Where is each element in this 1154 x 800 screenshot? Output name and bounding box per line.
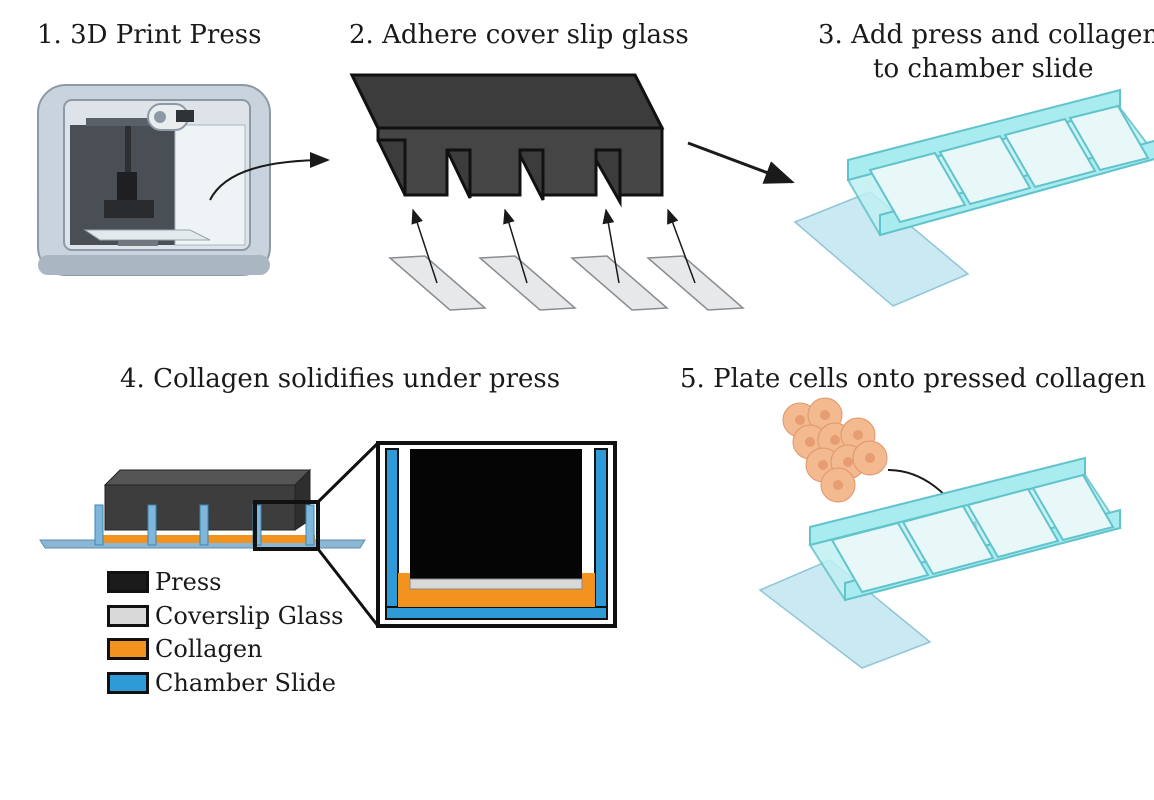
legend-swatch-chamber-slide: [107, 672, 149, 694]
coverslip-glass-pieces: [388, 255, 745, 311]
step-2-title: 2. Adhere cover slip glass: [349, 20, 689, 50]
legend-label: Press: [155, 568, 222, 596]
legend-label: Collagen: [155, 635, 263, 663]
legend-item-collagen: Collagen: [107, 634, 263, 664]
step-1-title: 1. 3D Print Press: [37, 20, 262, 50]
cell-cluster-icon: [782, 397, 888, 503]
chamber-slide-step3: [793, 88, 1154, 307]
legend-swatch-coverslip: [107, 605, 149, 627]
legend-item-coverslip: Coverslip Glass: [107, 601, 344, 631]
step-3-title-line2: to chamber slide: [873, 54, 1094, 84]
step-4-title: 4. Collagen solidifies under press: [120, 364, 561, 394]
arrow-1-to-2: [209, 152, 330, 201]
legend-item-press: Press: [107, 567, 221, 597]
arrow-2-to-3: [687, 141, 795, 184]
legend-swatch-collagen: [107, 638, 149, 660]
legend-label: Coverslip Glass: [155, 602, 344, 630]
zoom-inset: [376, 441, 617, 628]
zoom-lines: [316, 441, 380, 627]
legend-label: Chamber Slide: [155, 669, 336, 697]
step-5-title: 5. Plate cells onto pressed collagen: [680, 364, 1146, 394]
legend-item-chamber-slide: Chamber Slide: [107, 668, 336, 698]
legend-swatch-press: [107, 571, 149, 593]
step-3-title-line1: 3. Add press and collagen: [818, 20, 1154, 50]
press-block: [349, 73, 665, 208]
coverslip-arrows: [411, 208, 696, 284]
chamber-slide-step5: [758, 456, 1122, 669]
cross-section-side-view: [39, 468, 366, 551]
3d-printer-icon: [37, 84, 271, 276]
